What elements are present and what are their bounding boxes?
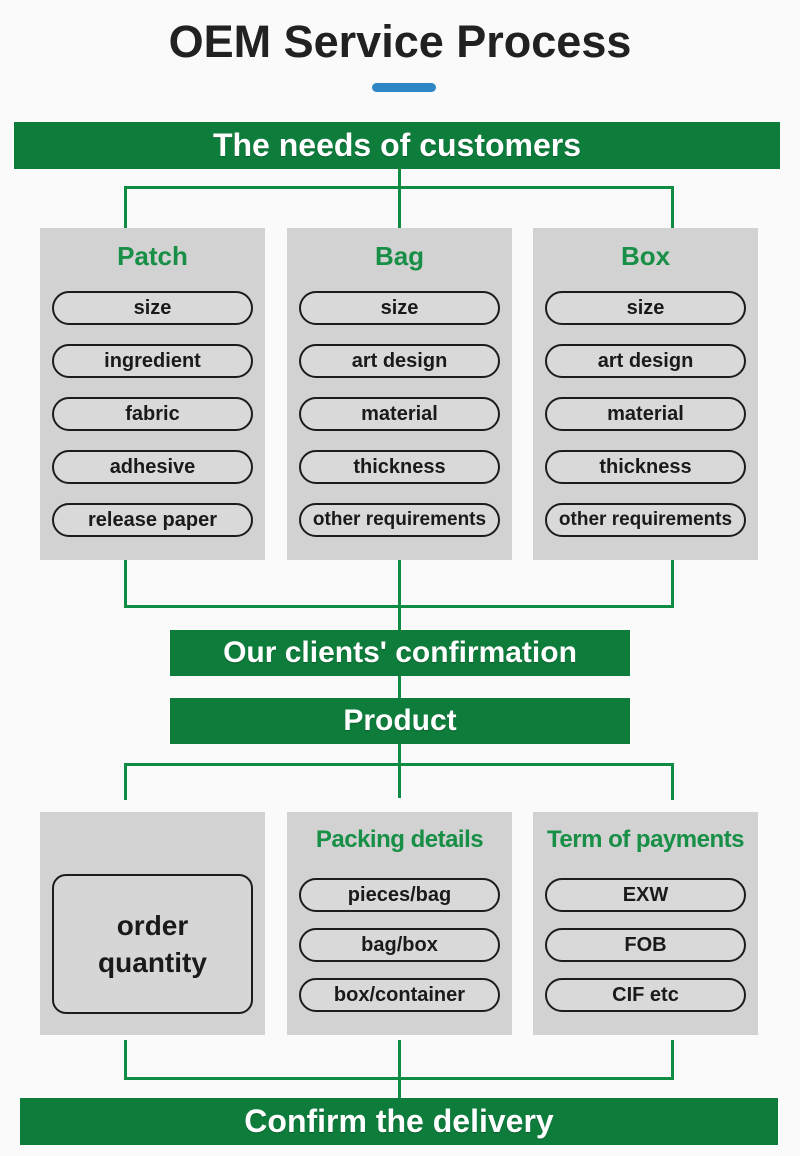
connector-vertical-right-2 [671, 560, 674, 608]
box-pill-list: size art design material thickness other… [545, 291, 746, 537]
column-heading-box: Box [620, 241, 671, 271]
patch-pill-list: size ingredient fabric adhesive release … [52, 291, 253, 537]
pill-item: size [545, 291, 746, 325]
connector-vertical-mid-3 [398, 763, 401, 798]
order-quantity-label: order quantity [52, 874, 253, 1014]
pill-item: art design [545, 344, 746, 378]
box-packing-details: Packing details pieces/bag bag/box box/c… [287, 812, 512, 1035]
pill-item: box/container [299, 978, 500, 1012]
pill-item: size [52, 291, 253, 325]
column-box: Box size art design material thickness o… [533, 228, 758, 560]
pill-item: other requirements [545, 503, 746, 537]
connector-vertical-right-4 [671, 1040, 674, 1080]
connector-vertical-left-2 [124, 560, 127, 608]
pill-item: thickness [299, 450, 500, 484]
payments-pill-list: EXW FOB CIF etc [545, 878, 746, 1012]
connector-vertical-left-3 [124, 763, 127, 800]
title-underline-bar [372, 83, 436, 92]
heading-term-of-payments: Term of payments [547, 826, 744, 853]
box-term-of-payments: Term of payments EXW FOB CIF etc [533, 812, 758, 1035]
pill-item: art design [299, 344, 500, 378]
order-quantity-line2: quantity [98, 947, 207, 978]
pill-item: thickness [545, 450, 746, 484]
pill-item: ingredient [52, 344, 253, 378]
connector-vertical-left-4 [124, 1040, 127, 1080]
connector-vertical-mid-1 [398, 186, 401, 228]
pill-item: size [299, 291, 500, 325]
column-patch: Patch size ingredient fabric adhesive re… [40, 228, 265, 560]
connector-stub-2 [398, 605, 401, 630]
connector-vertical-right-1 [671, 186, 674, 228]
pill-item: other requirements [299, 503, 500, 537]
pill-item: fabric [52, 397, 253, 431]
pill-item: CIF etc [545, 978, 746, 1012]
packing-pill-list: pieces/bag bag/box box/container [299, 878, 500, 1012]
connector-vertical-mid-4 [398, 1040, 401, 1080]
banner-clients-confirmation: Our clients' confirmation [170, 630, 630, 676]
connector-vertical-right-3 [671, 763, 674, 800]
pill-item: pieces/bag [299, 878, 500, 912]
connector-vertical-left-1 [124, 186, 127, 228]
banner-confirm-delivery: Confirm the delivery [20, 1098, 778, 1145]
column-bag: Bag size art design material thickness o… [287, 228, 512, 560]
column-heading-patch: Patch [117, 241, 188, 271]
connector-stub-5 [398, 1077, 401, 1100]
connector-stub-top [398, 169, 401, 189]
connector-vertical-mid-2 [398, 560, 401, 608]
pill-item: bag/box [299, 928, 500, 962]
pill-item: FOB [545, 928, 746, 962]
pill-item: EXW [545, 878, 746, 912]
pill-item: material [545, 397, 746, 431]
banner-product: Product [170, 698, 630, 744]
banner-needs-of-customers: The needs of customers [14, 122, 780, 169]
connector-stub-4 [398, 744, 401, 766]
box-order-quantity: order quantity [40, 812, 265, 1035]
column-heading-bag: Bag [374, 241, 425, 271]
pill-item: release paper [52, 503, 253, 537]
connector-stub-3 [398, 676, 401, 698]
page-title: OEM Service Process [168, 16, 632, 67]
heading-packing-details: Packing details [315, 826, 484, 853]
pill-item: adhesive [52, 450, 253, 484]
order-quantity-line1: order [116, 910, 189, 941]
pill-item: material [299, 397, 500, 431]
bag-pill-list: size art design material thickness other… [299, 291, 500, 537]
